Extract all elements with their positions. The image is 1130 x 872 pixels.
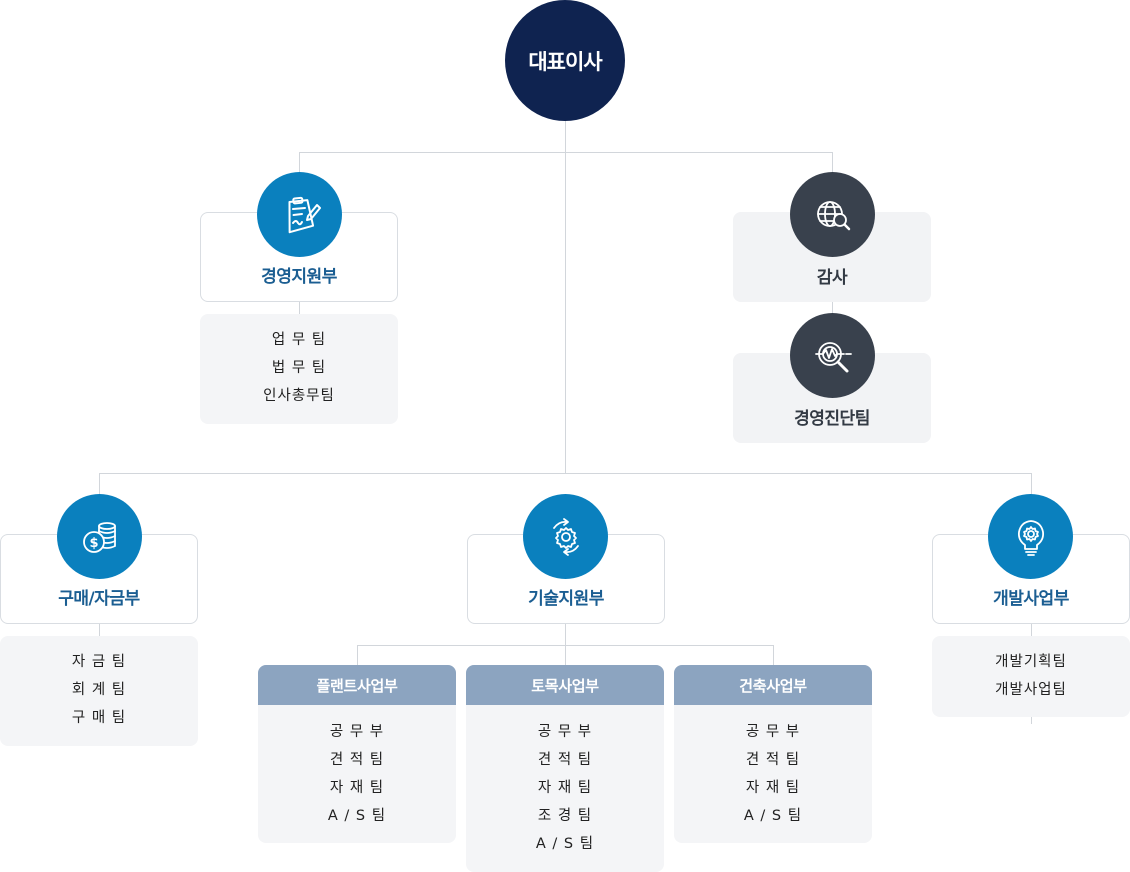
management-support-teams: 업 무 팀 법 무 팀 인사총무팀 (200, 314, 398, 424)
team-item: 자 금 팀 (71, 654, 127, 670)
development-title: 개발사업부 (993, 589, 1069, 609)
team-item: A / S 팀 (743, 808, 803, 824)
team-item: 회 계 팀 (71, 682, 127, 698)
management-support-card: 경영지원부 (200, 212, 398, 302)
tech-support-title: 기술지원부 (528, 589, 604, 609)
connector-line (565, 121, 566, 473)
connector-line (99, 473, 1032, 474)
clipboard-pen-icon (257, 172, 342, 257)
connector-line (99, 473, 100, 497)
team-item: 법 무 팀 (271, 360, 327, 376)
connector-line (832, 152, 833, 174)
magnifier-pulse-icon (790, 313, 875, 398)
management-support-title: 경영지원부 (261, 267, 337, 287)
architecture-division: 건축사업부 공 무 부 견 적 팀 자 재 팀 A / S 팀 (674, 665, 872, 843)
development-teams: 개발기획팀 개발사업팀 (932, 636, 1130, 717)
lightbulb-gear-icon (988, 494, 1073, 579)
ceo-node: 대표이사 (505, 0, 625, 121)
team-item: 공 무 부 (329, 724, 385, 740)
team-item: 구 매 팀 (71, 710, 127, 726)
civil-division-title: 토목사업부 (466, 665, 664, 705)
connector-line (299, 152, 300, 174)
team-item: 인사총무팀 (263, 388, 335, 404)
gear-cycle-icon (523, 494, 608, 579)
plant-division: 플랜트사업부 공 무 부 견 적 팀 자 재 팀 A / S 팀 (258, 665, 456, 843)
purchasing-title: 구매/자금부 (58, 589, 140, 609)
diagnosis-title: 경영진단팀 (794, 409, 870, 429)
connector-line (299, 302, 300, 314)
architecture-division-title: 건축사업부 (674, 665, 872, 705)
coins-icon: $ (57, 494, 142, 579)
team-item: 공 무 부 (537, 724, 593, 740)
audit-title: 감사 (816, 268, 848, 288)
connector-line (1031, 473, 1032, 497)
team-item: 업 무 팀 (271, 332, 327, 348)
team-item: 자 재 팀 (745, 780, 801, 796)
team-item: A / S 팀 (535, 836, 595, 852)
team-item: 개발사업팀 (995, 682, 1067, 698)
team-item: 견 적 팀 (537, 752, 593, 768)
globe-search-icon (790, 172, 875, 257)
connector-line (773, 645, 774, 666)
connector-line (357, 645, 773, 646)
civil-division: 토목사업부 공 무 부 견 적 팀 자 재 팀 조 경 팀 A / S 팀 (466, 665, 664, 872)
connector-line (832, 302, 833, 316)
team-item: 견 적 팀 (745, 752, 801, 768)
purchasing-card: 구매/자금부 (0, 534, 198, 624)
team-item: 견 적 팀 (329, 752, 385, 768)
svg-text:$: $ (89, 536, 98, 551)
connector-line (299, 152, 833, 153)
team-item: A / S 팀 (327, 808, 387, 824)
purchasing-teams: 자 금 팀 회 계 팀 구 매 팀 (0, 636, 198, 746)
team-item: 공 무 부 (745, 724, 801, 740)
plant-division-title: 플랜트사업부 (258, 665, 456, 705)
team-item: 자 재 팀 (329, 780, 385, 796)
connector-line (99, 624, 100, 636)
team-item: 자 재 팀 (537, 780, 593, 796)
connector-line (357, 645, 358, 666)
team-item: 개발기획팀 (995, 654, 1067, 670)
team-item: 조 경 팀 (537, 808, 593, 824)
